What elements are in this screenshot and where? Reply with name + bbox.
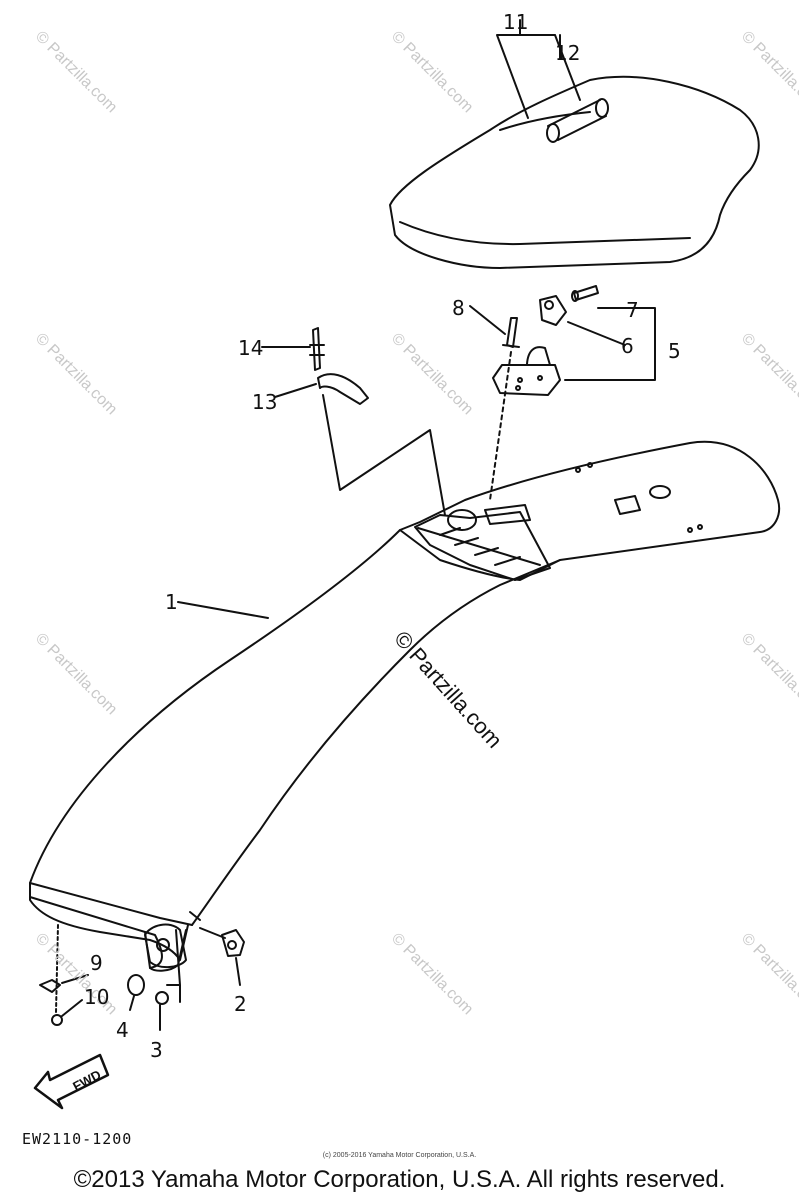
callout-11: 11 — [503, 10, 529, 34]
callout-10: 10 — [84, 985, 110, 1009]
seat-cushion — [389, 75, 760, 269]
body-cutout — [575, 462, 703, 533]
rear-mount-plate — [144, 923, 187, 968]
clip-9 — [39, 974, 89, 993]
callout-9: 9 — [90, 951, 103, 975]
screw-10 — [51, 999, 83, 1026]
body-cover — [29, 440, 780, 972]
hinge-clip — [539, 295, 567, 326]
callout-3: 3 — [150, 1038, 163, 1062]
bolt-8 — [502, 317, 520, 348]
stud-14 — [309, 327, 325, 371]
hinge-pin — [571, 285, 599, 302]
washer-4 — [127, 974, 145, 1011]
fwd-arrow — [33, 1053, 110, 1110]
callout-5: 5 — [668, 339, 681, 363]
diagram-code: EW2110-1200 — [22, 1130, 133, 1148]
body-top-recess — [414, 504, 551, 581]
nut-3 — [155, 991, 169, 1031]
latch-13 — [317, 373, 369, 405]
callout-2: 2 — [234, 992, 247, 1016]
callout-7: 7 — [626, 298, 639, 322]
callout-1: 1 — [165, 590, 178, 614]
callout-14: 14 — [238, 336, 264, 360]
callout-12: 12 — [555, 41, 581, 65]
bracket-2 — [221, 929, 245, 986]
small-copyright: (c) 2005-2016 Yamaha Motor Corporation, … — [322, 1152, 477, 1159]
seat-grab-tube — [546, 98, 609, 143]
callout-13: 13 — [252, 390, 278, 414]
callout-6: 6 — [621, 334, 634, 358]
hinge-bracket — [492, 346, 561, 396]
copyright-footer: ©2013 Yamaha Motor Corporation, U.S.A. A… — [73, 1166, 726, 1193]
callout-4: 4 — [116, 1018, 129, 1042]
callout-8: 8 — [452, 296, 465, 320]
